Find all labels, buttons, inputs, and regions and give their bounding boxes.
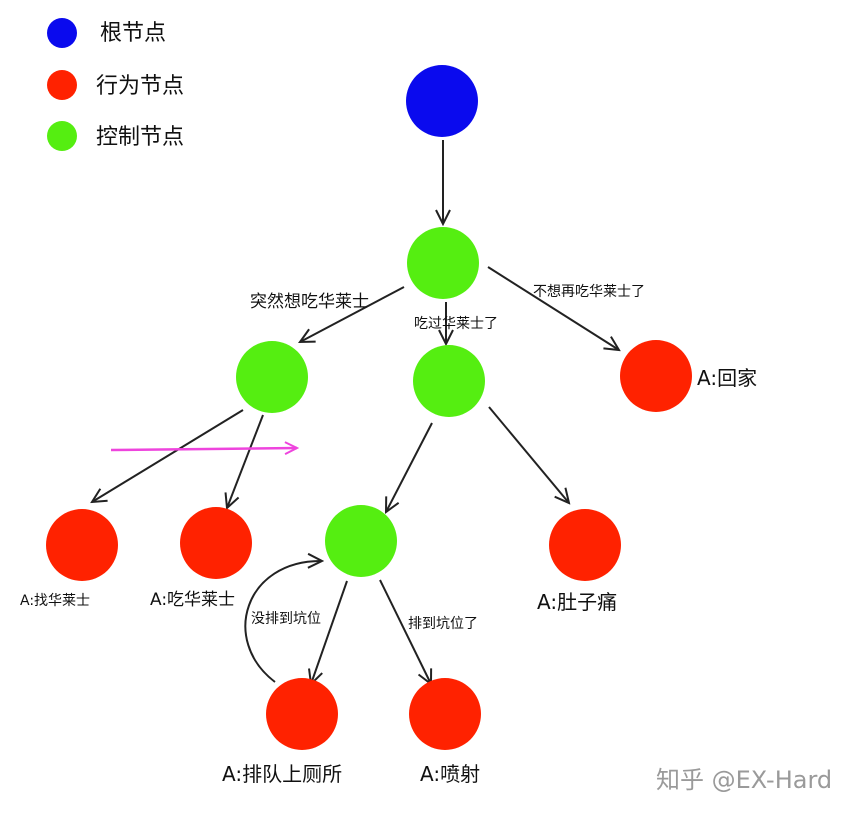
- edge-label-no-pit: 没排到坑位: [251, 611, 321, 627]
- edge-queue-loop-back: [244, 561, 322, 683]
- edge-control-left-to-find: [92, 409, 244, 502]
- nodes: [46, 65, 692, 750]
- node-root: [406, 65, 478, 137]
- node-control-low: [325, 505, 397, 577]
- edge-control-low-to-spray: [379, 579, 431, 684]
- node-control-top: [407, 227, 479, 299]
- node-action-find: [46, 509, 118, 581]
- label-go-home: A:回家: [697, 366, 757, 390]
- edge-control-mid-to-stomach: [488, 406, 569, 503]
- label-spray: A:喷射: [420, 762, 480, 786]
- label-stomach: A:肚子痛: [537, 590, 617, 614]
- legend: 根节点 行为节点 控制节点: [47, 18, 184, 151]
- edges: [92, 140, 619, 684]
- annotation-arrow: [110, 448, 297, 450]
- legend-control-label: 控制节点: [96, 125, 184, 150]
- watermark: 知乎 @EX-Hard: [656, 766, 832, 794]
- edge-label-no-more: 不想再吃华莱士了: [533, 284, 645, 300]
- node-control-mid: [413, 345, 485, 417]
- edge-control-left-to-eat: [227, 414, 264, 508]
- label-queue: A:排队上厕所: [222, 762, 342, 786]
- edge-control-top-to-gohome: [487, 266, 619, 350]
- edge-label-suddenly-want: 突然想吃华莱士: [250, 292, 369, 312]
- node-control-left: [236, 341, 308, 413]
- legend-control-swatch: [47, 121, 77, 151]
- node-action-spray: [409, 678, 481, 750]
- node-labels: A:回家 A:找华莱士 A:吃华莱士 A:肚子痛 A:排队上厕所 A:喷射: [20, 366, 757, 786]
- edge-label-got-pit: 排到坑位了: [408, 616, 478, 632]
- edge-control-mid-to-low: [386, 422, 433, 512]
- edge-control-low-to-queue: [311, 580, 348, 684]
- edge-labels: 突然想吃华莱士 吃过华莱士了 不想再吃华莱士了 没排到坑位 排到坑位了: [250, 284, 645, 632]
- node-action-stomach: [549, 509, 621, 581]
- legend-action-label: 行为节点: [96, 74, 184, 99]
- legend-root-swatch: [47, 18, 77, 48]
- edge-label-already-ate: 吃过华莱士了: [414, 316, 498, 332]
- legend-action-swatch: [47, 70, 77, 100]
- label-find: A:找华莱士: [20, 593, 90, 609]
- edge-control-top-to-left: [300, 286, 405, 342]
- node-action-go-home: [620, 340, 692, 412]
- legend-root-label: 根节点: [100, 21, 166, 46]
- node-action-eat: [180, 507, 252, 579]
- label-eat: A:吃华莱士: [150, 590, 235, 610]
- node-action-queue: [266, 678, 338, 750]
